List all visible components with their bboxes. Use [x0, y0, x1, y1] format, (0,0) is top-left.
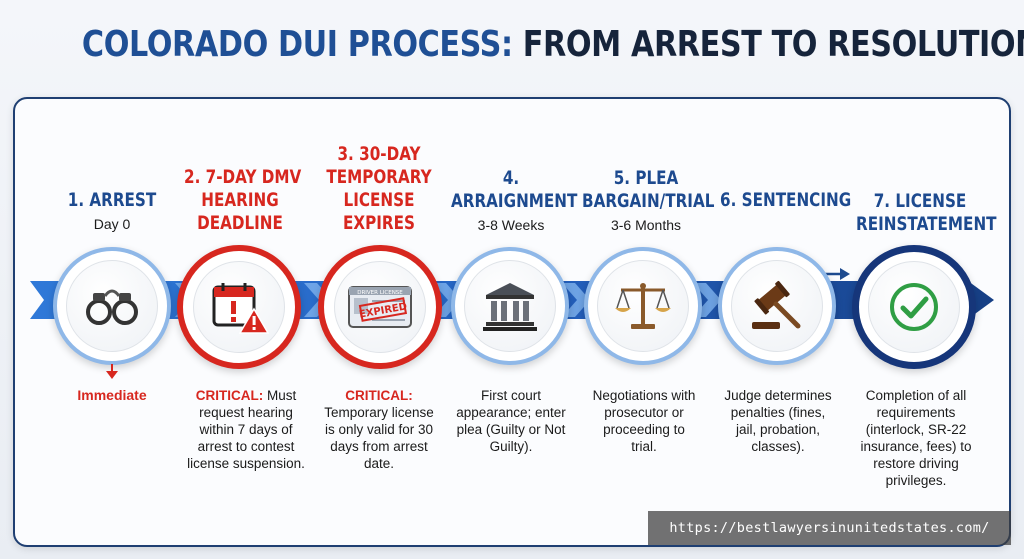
step-3-icon-wrap: DRIVER LICENSE EXPIRED	[334, 261, 426, 353]
step-2-circle	[177, 245, 301, 369]
step-1-title: 1. ARREST	[64, 189, 160, 212]
title-part-2: FROM ARREST TO RESOLUTION	[522, 24, 1024, 65]
step-5-icon-wrap	[597, 260, 689, 352]
step-5-circle	[584, 247, 702, 365]
step-3-title: 3. 30-DAY TEMPORARY LICENSE EXPIRES	[323, 143, 435, 235]
license-header-label: DRIVER LICENSE	[357, 290, 403, 296]
step-6-title: 6. SENTENCING	[720, 189, 852, 212]
step-3-desc-text: Temporary license is only valid for 30 d…	[324, 405, 434, 471]
step-3-circle: DRIVER LICENSE EXPIRED	[318, 245, 442, 369]
step-1-circle	[53, 247, 171, 365]
step-4-title: 4. ARRAIGNMENT	[451, 167, 578, 213]
step-2-title-line: DEADLINE	[197, 212, 283, 234]
page-title: COLORADO DUI PROCESS: FROM ARREST TO RES…	[81, 24, 1024, 65]
step-7-title-line: 7. LICENSE	[873, 190, 967, 212]
step-4-title-line: ARRAIGNMENT	[451, 190, 578, 212]
step-2-title-line: 2. 7-DAY DMV	[184, 166, 302, 188]
step-7-desc: Completion of all requirements (interloc…	[852, 387, 980, 489]
step-5-title: 5. PLEA BARGAIN/TRIAL	[582, 167, 715, 213]
step-6-icon-wrap	[731, 260, 823, 352]
step-2-desc-text: Must request hearing within 7 days of ar…	[187, 388, 305, 471]
step-2-desc: CRITICAL: Must request hearing within 7 …	[186, 387, 306, 472]
checkmark-icon	[890, 283, 938, 331]
step-3-title-line: 3. 30-DAY	[337, 143, 421, 165]
step-3-title-line: LICENSE	[343, 189, 415, 211]
step-1-pointer	[106, 364, 118, 379]
step-7-title-line: REINSTATEMENT	[856, 213, 997, 235]
step-7-circle	[852, 245, 976, 369]
step-4-icon-wrap	[464, 260, 556, 352]
step-1-desc: Immediate	[62, 387, 162, 404]
step-4-desc: First court appearance; enter plea (Guil…	[452, 387, 570, 455]
step-1-sub: Day 0	[93, 216, 131, 232]
step-3-desc: CRITICAL: Temporary license is only vali…	[320, 387, 438, 472]
step-5-sub: 3-6 Months	[610, 217, 682, 233]
step-7-desc-text: Completion of all requirements (interloc…	[860, 388, 972, 488]
step-6-title-line: 6. SENTENCING	[720, 189, 852, 211]
step-3-title-line: TEMPORARY	[326, 166, 432, 188]
step-4-title-line: 4.	[502, 167, 520, 189]
step-6-circle	[718, 247, 836, 365]
step-6-desc: Judge determines penalties (fines, jail,…	[722, 387, 834, 455]
step-4-sub: 3-8 Weeks	[477, 217, 545, 233]
title-part-1: COLORADO DUI PROCESS:	[81, 24, 513, 65]
watermark-url: https://bestlawyersinunitedstates.com/	[648, 511, 1011, 545]
handcuffs-icon	[86, 289, 138, 325]
step-2-title-line: HEARING	[201, 189, 279, 211]
step-5-title-line: BARGAIN/TRIAL	[582, 190, 715, 212]
step-3-title-line: EXPIRES	[343, 212, 415, 234]
step-2-title: 2. 7-DAY DMV HEARING DEADLINE	[184, 166, 302, 235]
step-7-title: 7. LICENSE REINSTATEMENT	[856, 190, 997, 236]
scales-icon	[615, 283, 671, 329]
step-6-desc-text: Judge determines penalties (fines, jail,…	[724, 388, 832, 454]
step-5-desc-text: Negotiations with prosecutor or proceedi…	[592, 388, 696, 454]
step-5-title-line: 5. PLEA	[613, 167, 679, 189]
courthouse-icon	[483, 283, 537, 331]
step-2-icon-wrap	[193, 261, 285, 353]
step-1-desc-text: Immediate	[77, 387, 147, 403]
calendar-warning-icon	[212, 283, 270, 334]
step-7-icon-wrap	[868, 261, 960, 353]
step-1-icon-wrap	[66, 260, 158, 352]
step-5-desc: Negotiations with prosecutor or proceedi…	[590, 387, 698, 455]
step-2-critical-label: CRITICAL:	[195, 388, 264, 403]
expired-license-icon: DRIVER LICENSE EXPIRED	[348, 286, 412, 328]
gavel-icon	[752, 280, 801, 329]
step-3-critical-label: CRITICAL:	[345, 388, 413, 403]
step-4-circle	[451, 247, 569, 365]
step-1-title-line: 1. ARREST	[67, 189, 157, 211]
step-4-desc-text: First court appearance; enter plea (Guil…	[456, 388, 566, 454]
